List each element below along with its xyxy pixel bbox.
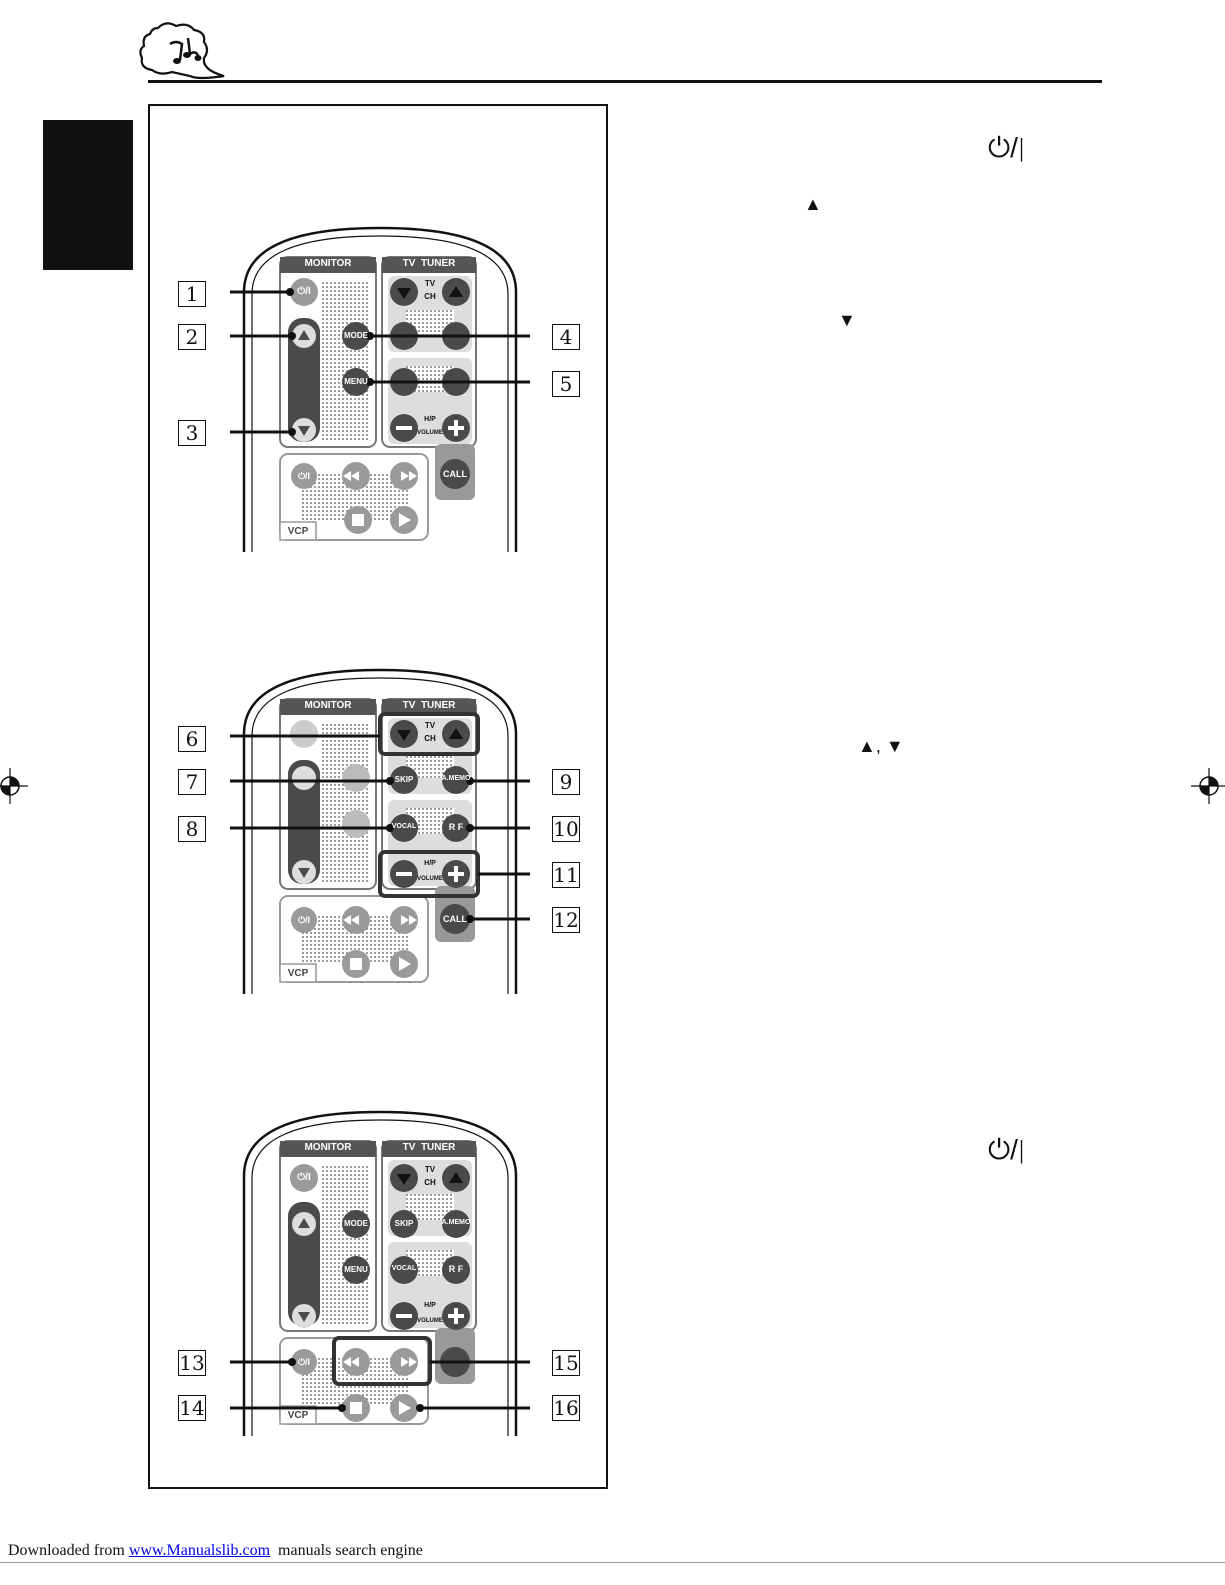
ch-label: CH [424,292,436,301]
remote-diagram-1: MONITOR TV TUNER VCP ⏻/I MODE MENU TV CH… [230,222,530,552]
footer-suffix: manuals search engine [270,1542,423,1559]
remote-diagram-3: MONITOR TV TUNER VCP ⏻/I MODE MENU TV CH… [230,1106,530,1436]
vcp-power-label: ⏻/I [297,471,311,481]
section-monitor: MONITOR [304,258,352,269]
callout-4: 4 [552,324,580,350]
volume-label: VOLUME [417,1318,443,1324]
skip-button-label: SKIP [394,1219,414,1228]
call-button-label: CALL [443,469,467,479]
call-button-label: CALL [443,914,467,924]
callout-6: 6 [178,726,206,752]
callout-2: 2 [178,324,206,350]
up-arrow-icon: ▲ [804,194,822,214]
amemo-button-label: A.MEMO [441,1219,471,1226]
registration-mark-icon [1191,768,1225,804]
section-vcp: VCP [287,526,309,537]
hp-label: H/P [424,1302,436,1309]
callout-1: 1 [178,281,206,307]
callout-9: 9 [552,769,580,795]
callout-13: 13 [178,1350,206,1376]
remote-diagram-2: MONITOR TV TUNER VCP TV CH SKIP A.MEMO V… [230,664,530,994]
rf-button-label: R F [448,1264,464,1274]
up-down-arrows-icon: ▲, ▼ [858,736,904,756]
callout-16: 16 [552,1395,580,1421]
ch-label: CH [424,1178,436,1187]
section-vcp: VCP [287,1410,309,1421]
tv-label: TV [424,721,436,730]
rf-button-label: R F [448,822,464,832]
footer-prefix: Downloaded from [8,1542,129,1559]
menu-button-label: MENU [344,377,368,386]
header-rule [148,80,1102,83]
power-symbol-icon: ⏻/∣ [988,132,1026,163]
tv-label: TV [424,279,436,288]
registration-mark-icon [0,768,28,804]
section-tv-tuner: TV TUNER [402,258,456,269]
amemo-button-label: A.MEMO [441,775,471,782]
footer: Downloaded from www.Manualslib.com manua… [8,1542,423,1560]
vocal-button-label: VOCAL [391,823,417,830]
callout-8: 8 [178,816,206,842]
power-button-label: ⏻/I [297,286,311,297]
music-notes-logo-icon [132,14,232,84]
hp-label: H/P [424,860,436,867]
section-monitor: MONITOR [304,700,352,711]
ch-label: CH [424,734,436,743]
footer-rule [0,1562,1225,1563]
vocal-button-label: VOCAL [391,1265,417,1272]
remote-figure-box [148,104,608,1489]
language-side-tab [43,120,133,270]
section-monitor: MONITOR [304,1142,352,1153]
callout-5: 5 [552,371,580,397]
volume-label: VOLUME [417,876,443,882]
vcp-power-label: ⏻/I [297,915,311,925]
volume-label: VOLUME [417,430,443,436]
callout-3: 3 [178,420,206,446]
callout-7: 7 [178,769,206,795]
mode-button-label: MODE [344,1219,368,1228]
manualslib-link[interactable]: www.Manualslib.com [128,1542,271,1559]
callout-15: 15 [552,1350,580,1376]
power-button-label: ⏻/I [297,1172,311,1183]
callout-10: 10 [552,816,580,842]
down-arrow-icon: ▼ [838,310,856,330]
section-tv-tuner: TV TUNER [402,700,456,711]
mode-button-label: MODE [344,331,368,340]
callout-11: 11 [552,862,580,888]
section-vcp: VCP [287,968,309,979]
menu-button-label: MENU [344,1265,368,1274]
skip-button-label: SKIP [394,775,414,784]
vcp-power-label: ⏻/I [297,1357,311,1367]
callout-14: 14 [178,1395,206,1421]
hp-label: H/P [424,416,436,423]
callout-12: 12 [552,907,580,933]
tv-label: TV [424,1165,436,1174]
section-tv-tuner: TV TUNER [402,1142,456,1153]
power-symbol-icon: ⏻/∣ [988,1134,1026,1165]
